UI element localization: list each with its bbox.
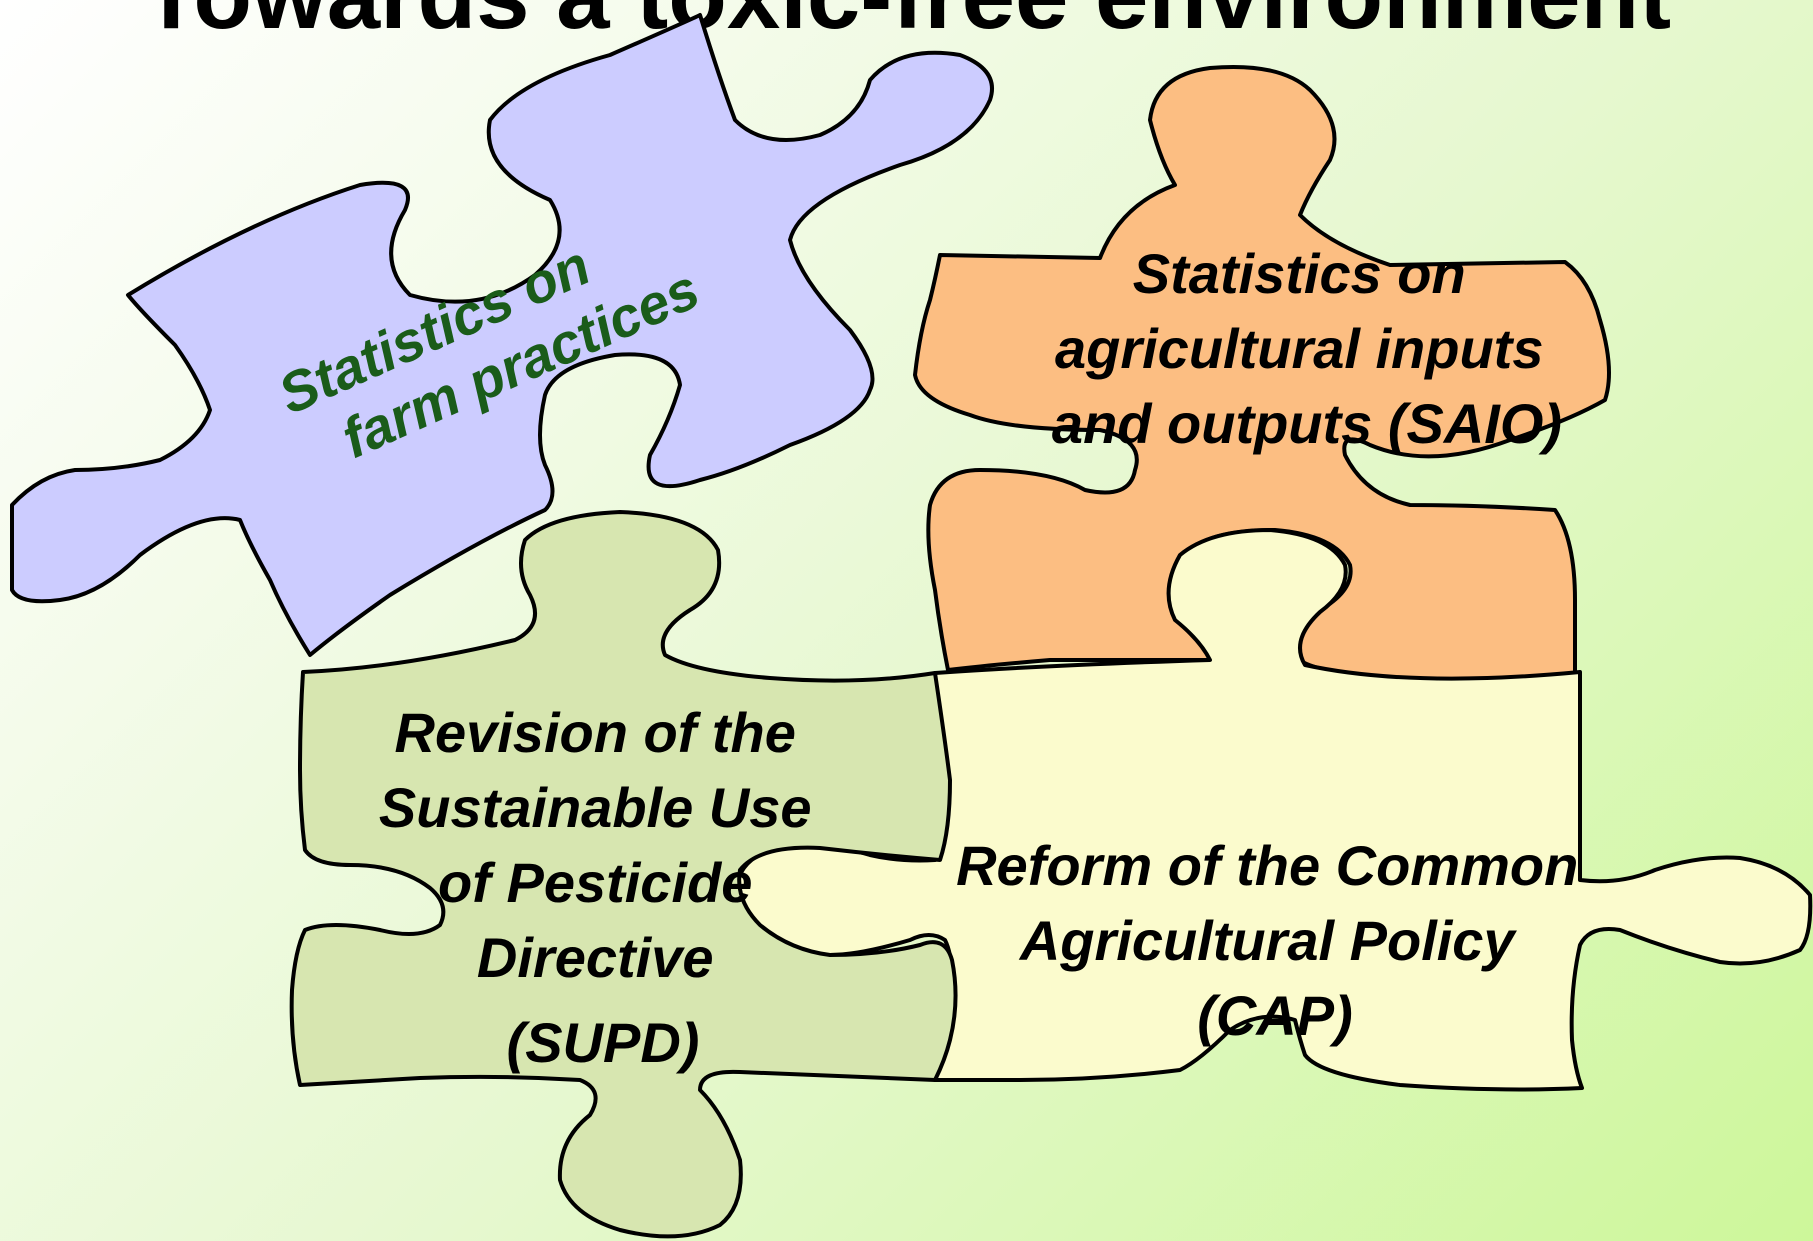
puzzle-piece-saio: Statistics on agricultural inputs and ou… [913, 64, 1611, 689]
puzzle-piece-supd-label: Revision of the Sustainable Use of Pesti… [379, 701, 827, 1074]
supd-line-5: (SUPD) [507, 1011, 700, 1074]
puzzle-piece-cap: Reform of the Common Agricultural Policy… [733, 528, 1813, 1092]
supd-line-3: of Pesticide [438, 851, 752, 914]
cap-line-2: Agricultural Policy [1018, 909, 1518, 972]
saio-line-2: agricultural inputs [1055, 317, 1544, 380]
puzzle-piece-farm-practices-shape [10, 13, 994, 657]
saio-line-3: and outputs (SAIO) [1052, 392, 1562, 455]
slide-title: Towards a toxic-free environment [0, 0, 1813, 44]
supd-line-4: Directive [477, 926, 714, 989]
puzzle-piece-supd-shape [289, 510, 958, 1239]
supd-line-2: Sustainable Use [379, 776, 812, 839]
puzzle-piece-supd: Revision of the Sustainable Use of Pesti… [289, 510, 958, 1239]
cap-line-1: Reform of the Common [956, 834, 1578, 897]
saio-line-1: Statistics on [1133, 242, 1466, 305]
supd-line-1: Revision of the [395, 701, 796, 764]
puzzle-piece-cap-label: Reform of the Common Agricultural Policy… [956, 834, 1594, 1047]
puzzle-piece-farm-practices: Statistics on farm practices [10, 13, 994, 657]
puzzle-piece-saio-label: Statistics on agricultural inputs and ou… [1052, 242, 1562, 455]
cap-line-3: (CAP) [1197, 984, 1353, 1047]
